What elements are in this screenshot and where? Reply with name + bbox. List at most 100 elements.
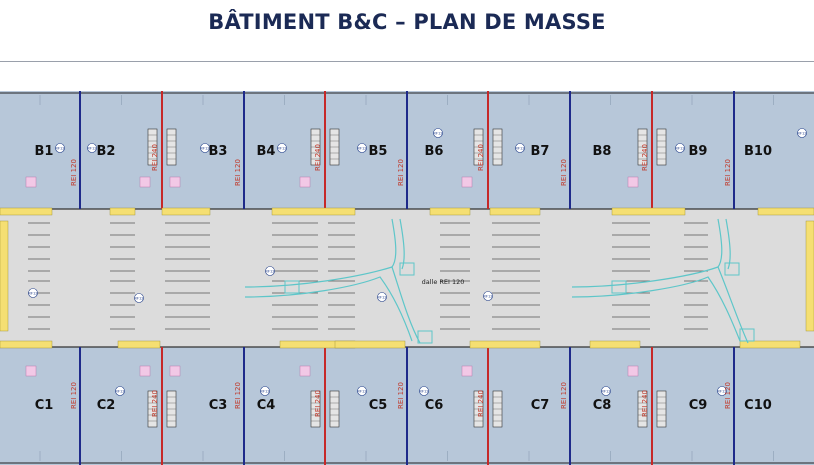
rf-marker	[515, 143, 525, 153]
rf-marker-label: RF12	[377, 295, 386, 299]
vehicle-path	[244, 276, 413, 342]
rf-marker-label: RF12	[433, 131, 442, 135]
unit-label-top: B9	[689, 144, 708, 159]
unit-label-top: B2	[97, 144, 116, 159]
rf-marker	[87, 143, 97, 153]
rf-marker-label: RF12	[115, 389, 124, 393]
rf-marker	[797, 128, 807, 138]
unit-label-top: B3	[209, 144, 228, 159]
pink-equipment-box	[25, 365, 37, 377]
rei-rating-label: REI 240	[477, 390, 485, 417]
dock-door	[271, 207, 356, 216]
rei-rating-label: REI 240	[641, 144, 649, 171]
rf-marker-label: RF12	[265, 269, 274, 273]
vehicle-footprint	[739, 328, 755, 342]
rei-rating-label: REI 120	[560, 159, 568, 186]
unit-label-top: B10	[744, 144, 772, 159]
rei-rating-label: REI 120	[234, 382, 242, 409]
rf-marker-label: RF12	[717, 389, 726, 393]
rei-rating-label: REI 240	[151, 390, 159, 417]
rei-rating-label: REI 120	[724, 159, 732, 186]
dock-door	[739, 340, 801, 349]
page-title: BÂTIMENT B&C – PLAN DE MASSE	[208, 10, 606, 34]
rf-marker-label: RF12	[87, 146, 96, 150]
rf-marker-label: RF12	[797, 131, 806, 135]
rei-rating-label: REI 120	[397, 159, 405, 186]
rf-marker-label: RF12	[601, 389, 610, 393]
rf-marker-label: RF12	[277, 146, 286, 150]
rf-marker	[433, 128, 443, 138]
side-door	[0, 220, 9, 332]
vehicle-path	[571, 266, 749, 344]
rf-marker-label: RF12	[134, 296, 143, 300]
unit-label-bottom: C1	[35, 398, 54, 413]
vehicle-path	[244, 266, 421, 344]
rei-rating-label: REI 120	[724, 382, 732, 409]
pink-equipment-box	[139, 176, 151, 188]
pink-equipment-box	[299, 176, 311, 188]
dock-door	[0, 340, 53, 349]
pink-equipment-box	[169, 176, 181, 188]
dock-door	[611, 207, 686, 216]
rf-marker	[265, 266, 275, 276]
unit-label-bottom: C2	[97, 398, 116, 413]
unit-label-bottom: C3	[209, 398, 228, 413]
rei-rating-label: REI 240	[314, 144, 322, 171]
vehicle-path	[571, 276, 741, 342]
rf-marker-label: RF12	[200, 146, 209, 150]
rei-rating-label: REI 120	[70, 382, 78, 409]
dock-door	[589, 340, 641, 349]
rf-marker-label: RF12	[357, 389, 366, 393]
pink-equipment-box	[627, 176, 639, 188]
rf-marker	[55, 143, 65, 153]
dock-door	[489, 207, 541, 216]
unit-label-top: B4	[257, 144, 276, 159]
unit-label-bottom: C9	[689, 398, 708, 413]
rf-marker	[200, 143, 210, 153]
title-divider	[0, 61, 814, 62]
dock-door	[469, 340, 541, 349]
rei-rating-label: REI 120	[560, 382, 568, 409]
pink-equipment-box	[25, 176, 37, 188]
vehicle-footprint	[399, 262, 415, 276]
dock-door	[0, 207, 53, 216]
rf-marker-label: RF12	[260, 389, 269, 393]
unit-label-top: B8	[593, 144, 612, 159]
dock-door	[429, 207, 471, 216]
central-slab-label: dalle REI 120	[422, 278, 465, 286]
rf-marker	[717, 386, 727, 396]
rf-marker-label: RF12	[55, 146, 64, 150]
vehicle-path	[399, 218, 405, 270]
unit-label-top: B5	[369, 144, 388, 159]
pink-equipment-box	[461, 176, 473, 188]
pink-equipment-box	[139, 365, 151, 377]
rf-marker	[483, 291, 493, 301]
rf-marker	[357, 143, 367, 153]
side-door	[805, 220, 814, 332]
vehicle-footprint	[724, 262, 740, 276]
dock-door	[757, 207, 814, 216]
rf-marker	[419, 386, 429, 396]
unit-label-bottom: C7	[531, 398, 550, 413]
central-dock-area	[0, 209, 814, 347]
unit-label-bottom: C5	[369, 398, 388, 413]
rf-marker	[377, 292, 387, 302]
rf-marker-label: RF12	[419, 389, 428, 393]
rf-marker-label: RF12	[483, 294, 492, 298]
rei-rating-label: REI 240	[477, 144, 485, 171]
dock-door	[334, 340, 406, 349]
rf-marker-label: RF12	[675, 146, 684, 150]
dock-door	[161, 207, 211, 216]
rf-marker-label: RF12	[515, 146, 524, 150]
vehicle-path	[725, 218, 731, 270]
vehicle-footprint	[611, 280, 627, 294]
rei-rating-label: REI 240	[641, 390, 649, 417]
unit-label-top: B1	[35, 144, 54, 159]
rf-marker-label: RF12	[28, 291, 37, 295]
rf-marker	[115, 386, 125, 396]
vehicle-path	[391, 218, 397, 268]
rei-rating-label: REI 240	[314, 390, 322, 417]
unit-label-top: B6	[425, 144, 444, 159]
pink-equipment-box	[627, 365, 639, 377]
dock-door	[109, 207, 136, 216]
